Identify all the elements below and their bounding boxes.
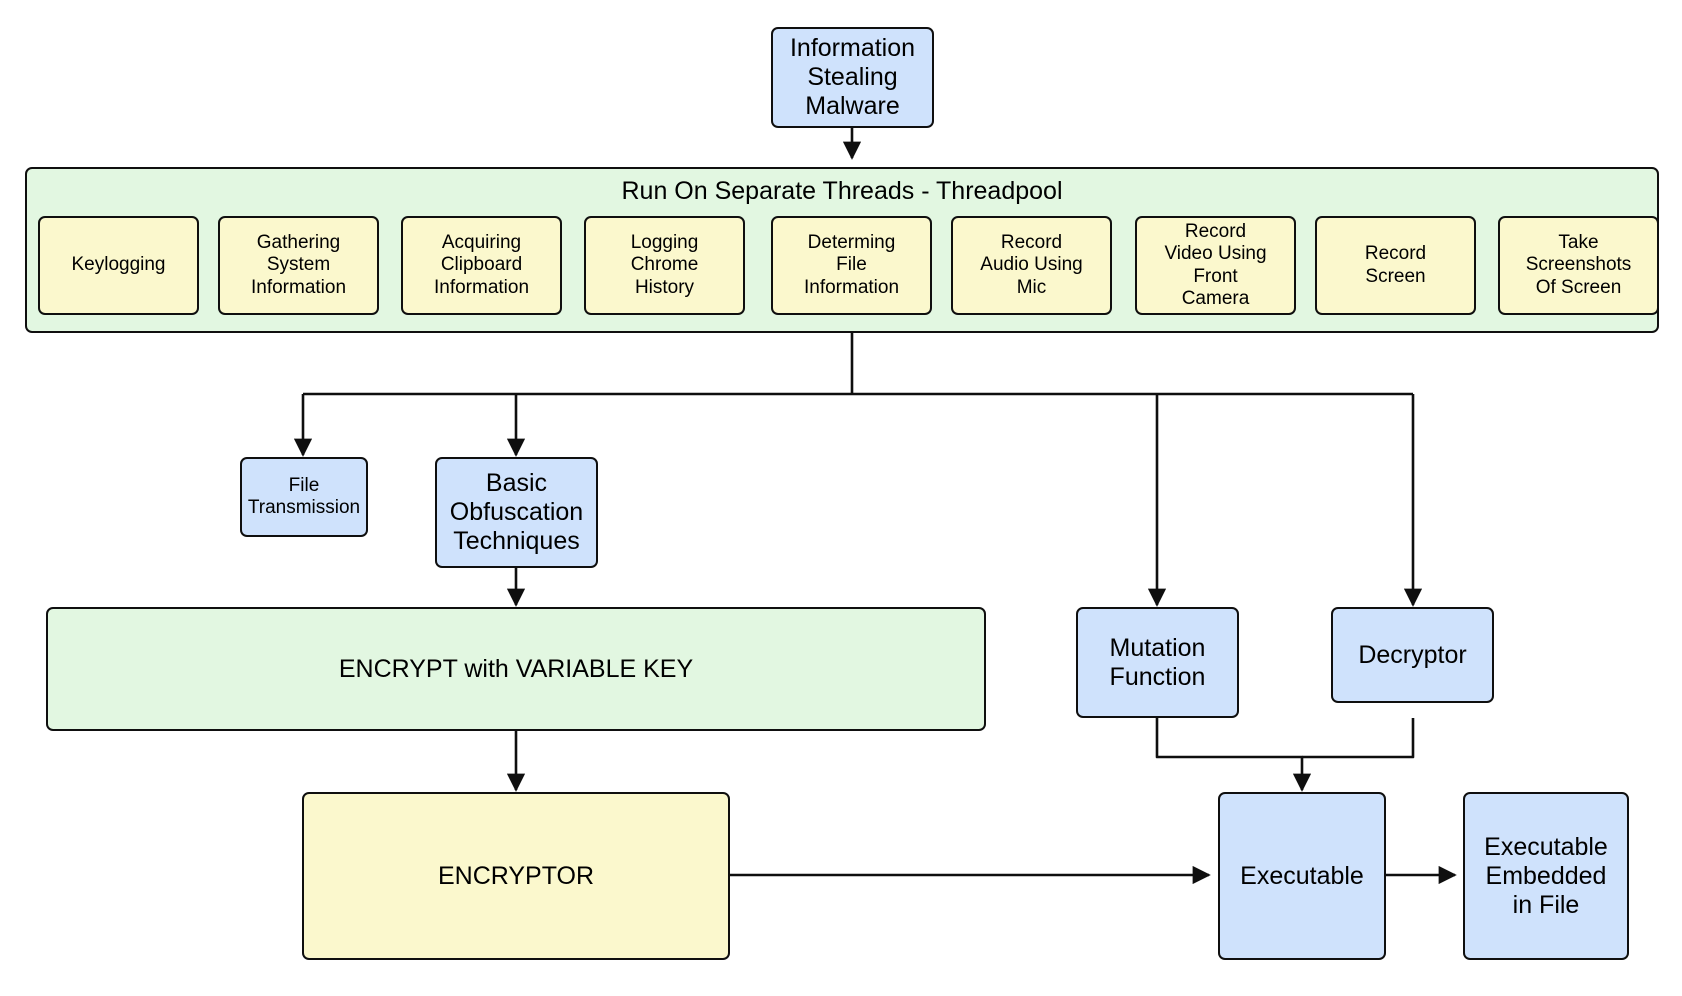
node-label: ENCRYPTOR — [437, 861, 595, 890]
edge-decryptor-to-merge — [1302, 718, 1415, 759]
node-encryptor[interactable]: ENCRYPTOR — [302, 792, 730, 960]
node-label: Executable Embedded in File — [1484, 832, 1608, 919]
node-label: Determing File Information — [803, 232, 900, 298]
node-label: Record Audio Using Mic — [980, 232, 1083, 298]
node-label: File Transmission — [247, 474, 361, 518]
node-task-gathering-system-information[interactable]: Gathering System Information — [218, 216, 379, 315]
node-mutation-function[interactable]: Mutation Function — [1076, 607, 1239, 718]
node-label: Keylogging — [71, 254, 166, 276]
node-task-acquiring-clipboard-information[interactable]: Acquiring Clipboard Information — [401, 216, 562, 315]
node-encrypt-with-variable-key[interactable]: ENCRYPT with VARIABLE KEY — [46, 607, 986, 731]
node-label: Basic Obfuscation Techniques — [449, 469, 584, 555]
node-executable-embedded-in-file[interactable]: Executable Embedded in File — [1463, 792, 1629, 960]
node-label: Record Video Using Front Camera — [1164, 221, 1267, 309]
node-task-keylogging[interactable]: Keylogging — [38, 216, 199, 315]
node-task-determing-file-information[interactable]: Determing File Information — [771, 216, 932, 315]
edge-mutation-to-executable — [1155, 718, 1312, 792]
node-label: Logging Chrome History — [630, 232, 699, 298]
node-label: Mutation Function — [1109, 633, 1206, 691]
node-label: Executable — [1240, 861, 1364, 890]
node-file-transmission[interactable]: File Transmission — [240, 457, 368, 537]
node-basic-obfuscation-techniques[interactable]: Basic Obfuscation Techniques — [435, 457, 598, 568]
node-label: Record Screen — [1364, 243, 1427, 287]
node-label: Information Stealing Malware — [789, 34, 916, 120]
node-label: Decryptor — [1358, 640, 1467, 669]
node-label: Acquiring Clipboard Information — [433, 232, 530, 298]
node-task-record-video-using-front-camera[interactable]: Record Video Using Front Camera — [1135, 216, 1296, 315]
node-task-record-audio-using-mic[interactable]: Record Audio Using Mic — [951, 216, 1112, 315]
node-information-stealing-malware[interactable]: Information Stealing Malware — [771, 27, 934, 128]
node-label: ENCRYPT with VARIABLE KEY — [338, 654, 694, 683]
node-label: Take Screenshots Of Screen — [1525, 232, 1632, 298]
node-decryptor[interactable]: Decryptor — [1331, 607, 1494, 703]
node-task-logging-chrome-history[interactable]: Logging Chrome History — [584, 216, 745, 315]
node-task-record-screen[interactable]: Record Screen — [1315, 216, 1476, 315]
threadpool-title: Run On Separate Threads - Threadpool — [621, 177, 1063, 205]
node-label: Gathering System Information — [250, 232, 347, 298]
node-task-take-screenshots-of-screen[interactable]: Take Screenshots Of Screen — [1498, 216, 1659, 315]
node-executable[interactable]: Executable — [1218, 792, 1386, 960]
